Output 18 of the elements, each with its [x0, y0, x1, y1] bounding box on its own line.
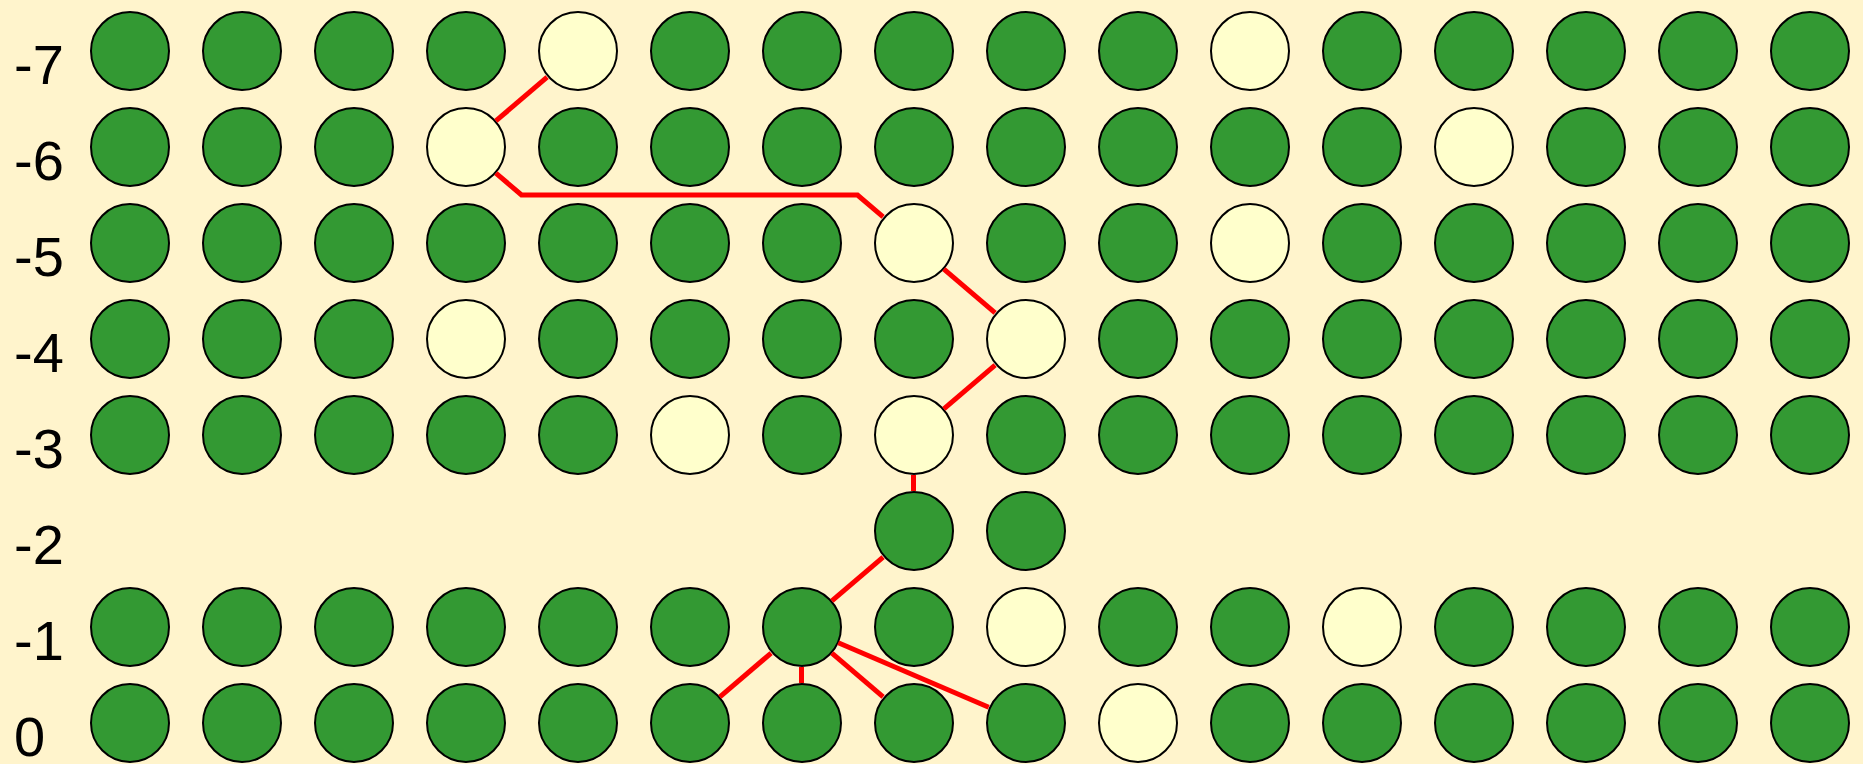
row-number: -3 — [14, 421, 64, 477]
connector-line — [911, 475, 916, 491]
row-number: 0 — [14, 709, 46, 764]
connector-line — [942, 267, 997, 315]
row-number: -1 — [14, 613, 64, 669]
connector-line — [837, 640, 990, 710]
row-number: -6 — [14, 133, 64, 189]
connector-line — [830, 555, 885, 603]
connector-line — [718, 651, 773, 699]
row-number: -7 — [14, 37, 64, 93]
connector-line — [830, 651, 885, 699]
row-number: -2 — [14, 517, 64, 573]
row-number: -5 — [14, 229, 64, 285]
connector-line — [799, 667, 804, 683]
connector-line — [494, 171, 885, 219]
row-number: -4 — [14, 325, 64, 381]
connector-line — [942, 363, 997, 411]
connector-line — [494, 75, 549, 123]
